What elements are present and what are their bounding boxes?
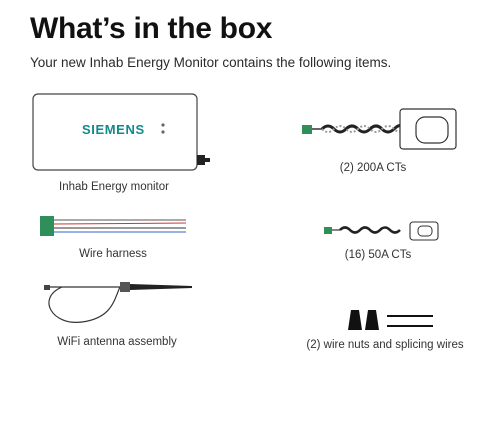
- wire-nuts-icon: [348, 310, 433, 330]
- wifi-antenna-label: WiFi antenna assembly: [57, 336, 177, 348]
- small-ct-label: (16) 50A CTs: [344, 249, 412, 261]
- wifi-antenna-icon: [44, 282, 192, 323]
- wire-harness-icon: [40, 216, 187, 236]
- large-ct-item: [300, 105, 460, 155]
- wire-harness-label: Wire harness: [79, 248, 147, 260]
- large-ct-icon: [302, 108, 457, 150]
- wire-nuts-label: (2) wire nuts and splicing wires: [306, 339, 464, 351]
- energy-monitor-item: SIEMENS: [32, 93, 212, 173]
- page-title: What’s in the box: [30, 12, 273, 45]
- siemens-logo: SIEMENS: [82, 122, 145, 137]
- small-ct-item: [322, 219, 442, 243]
- energy-monitor-icon: [32, 93, 210, 171]
- wire-harness-item: [38, 212, 188, 242]
- wire-nuts-item: [345, 306, 435, 336]
- page-subtitle: Your new Inhab Energy Monitor contains t…: [30, 55, 392, 70]
- energy-monitor-label: Inhab Energy monitor: [59, 181, 169, 193]
- large-ct-label: (2) 200A CTs: [339, 162, 407, 174]
- wifi-antenna-item: [42, 278, 197, 328]
- small-ct-icon: [324, 221, 439, 241]
